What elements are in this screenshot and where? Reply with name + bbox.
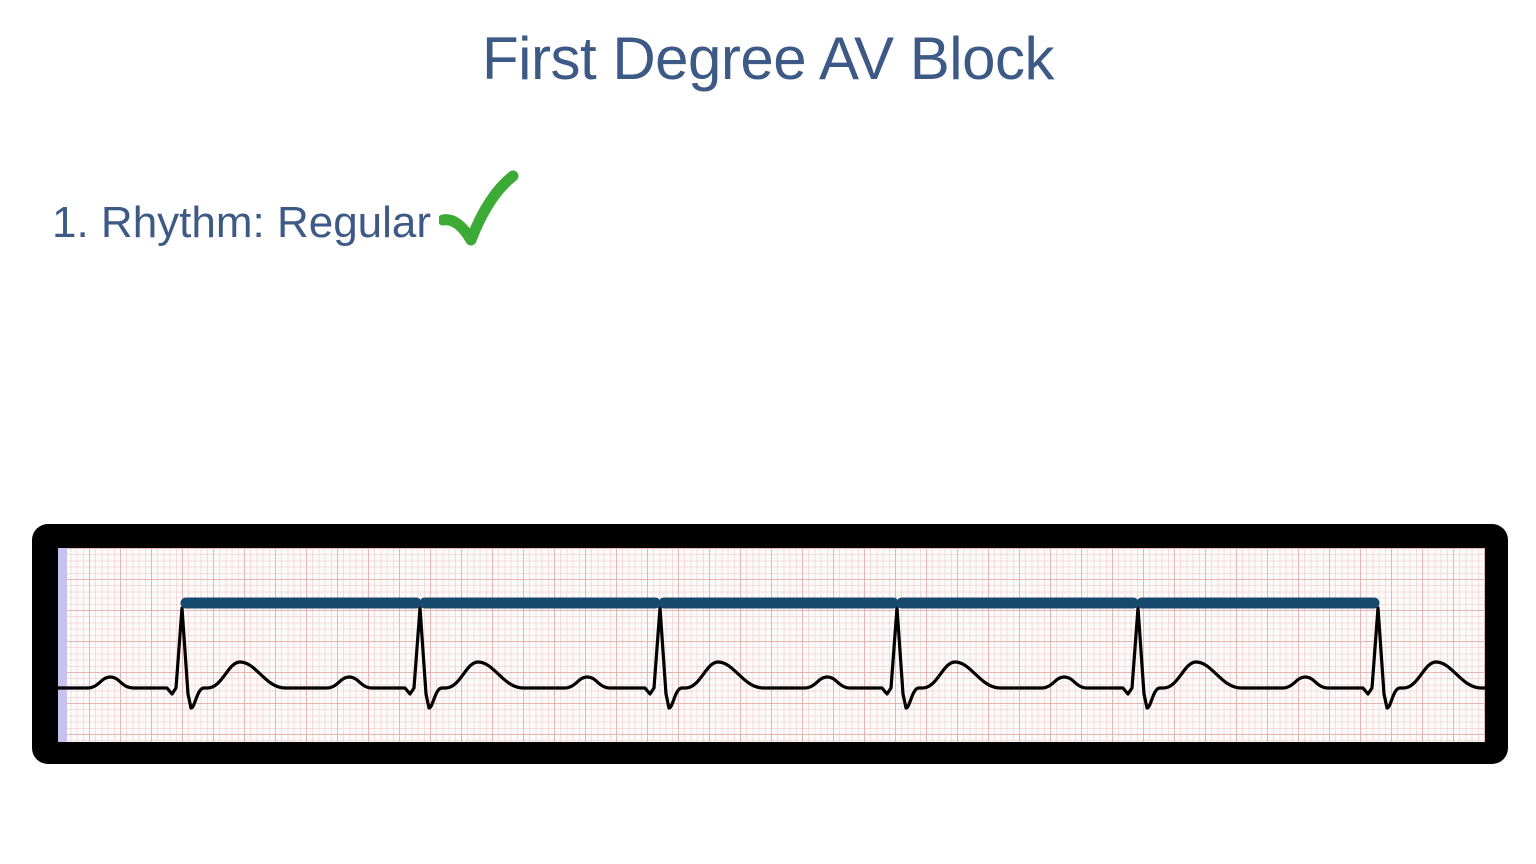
ecg-trace-path [58,606,1485,710]
bullet-item-rhythm: 1. Rhythm: Regular [52,170,519,254]
page-title: First Degree AV Block [482,25,1054,92]
ecg-grid [58,548,1485,742]
ecg-paper [58,548,1485,742]
ecg-trace [58,606,1485,710]
ecg-left-margin-band [58,548,67,742]
green-check-icon [437,170,519,254]
ecg-waveform-svg [58,597,1485,710]
ecg-rhythm-strip [32,524,1508,764]
bullet-item-label: 1. Rhythm: Regular [52,198,432,247]
